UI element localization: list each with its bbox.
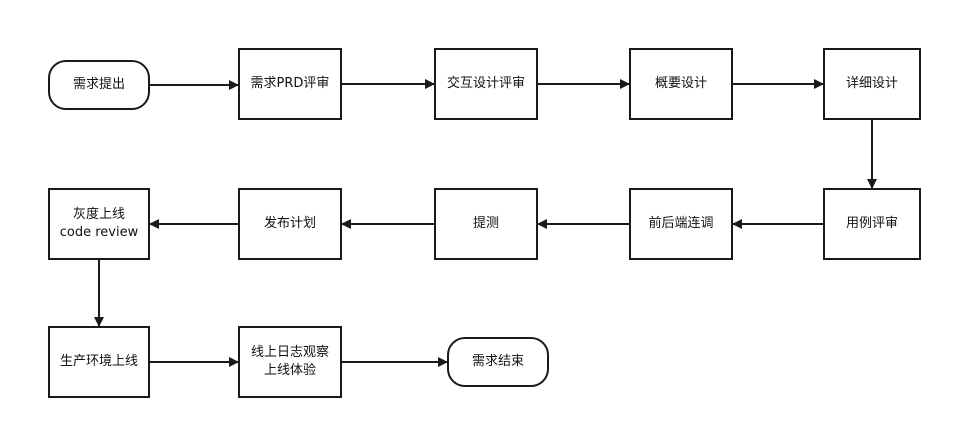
node-requirement-proposed: 需求提出 xyxy=(48,60,150,110)
node-submit-test: 提测 xyxy=(434,188,538,260)
node-requirement-end: 需求结束 xyxy=(447,337,549,387)
node-label-line-1: 灰度上线 xyxy=(72,207,125,222)
node-online-log-observation: 线上日志观察 上线体验 xyxy=(238,326,342,398)
node-label: 详细设计 xyxy=(845,76,898,91)
node-interaction-design-review: 交互设计评审 xyxy=(434,48,538,120)
node-label: 需求结束 xyxy=(471,354,524,369)
node-label: 概要设计 xyxy=(654,76,707,91)
node-label: 前后端连调 xyxy=(648,216,714,231)
node-label: 生产环境上线 xyxy=(59,354,138,369)
node-release-plan: 发布计划 xyxy=(238,188,342,260)
node-detailed-design: 详细设计 xyxy=(823,48,921,120)
node-label-line-1: 线上日志观察 xyxy=(250,345,329,360)
node-fe-be-integration: 前后端连调 xyxy=(629,188,733,260)
node-outline-design: 概要设计 xyxy=(629,48,733,120)
node-prd-review: 需求PRD评审 xyxy=(238,48,342,120)
node-label: 提测 xyxy=(472,216,499,231)
node-label: 用例评审 xyxy=(845,216,898,231)
node-production-release: 生产环境上线 xyxy=(48,326,150,398)
node-label: 交互设计评审 xyxy=(446,76,525,91)
node-label: 需求提出 xyxy=(72,77,125,92)
node-gray-release-code-review: 灰度上线 code review xyxy=(48,188,150,260)
node-label-line-2: code review xyxy=(59,225,139,240)
node-label: 发布计划 xyxy=(263,216,316,231)
node-label-line-2: 上线体验 xyxy=(263,363,316,378)
node-label: 需求PRD评审 xyxy=(250,76,330,91)
node-test-case-review: 用例评审 xyxy=(823,188,921,260)
